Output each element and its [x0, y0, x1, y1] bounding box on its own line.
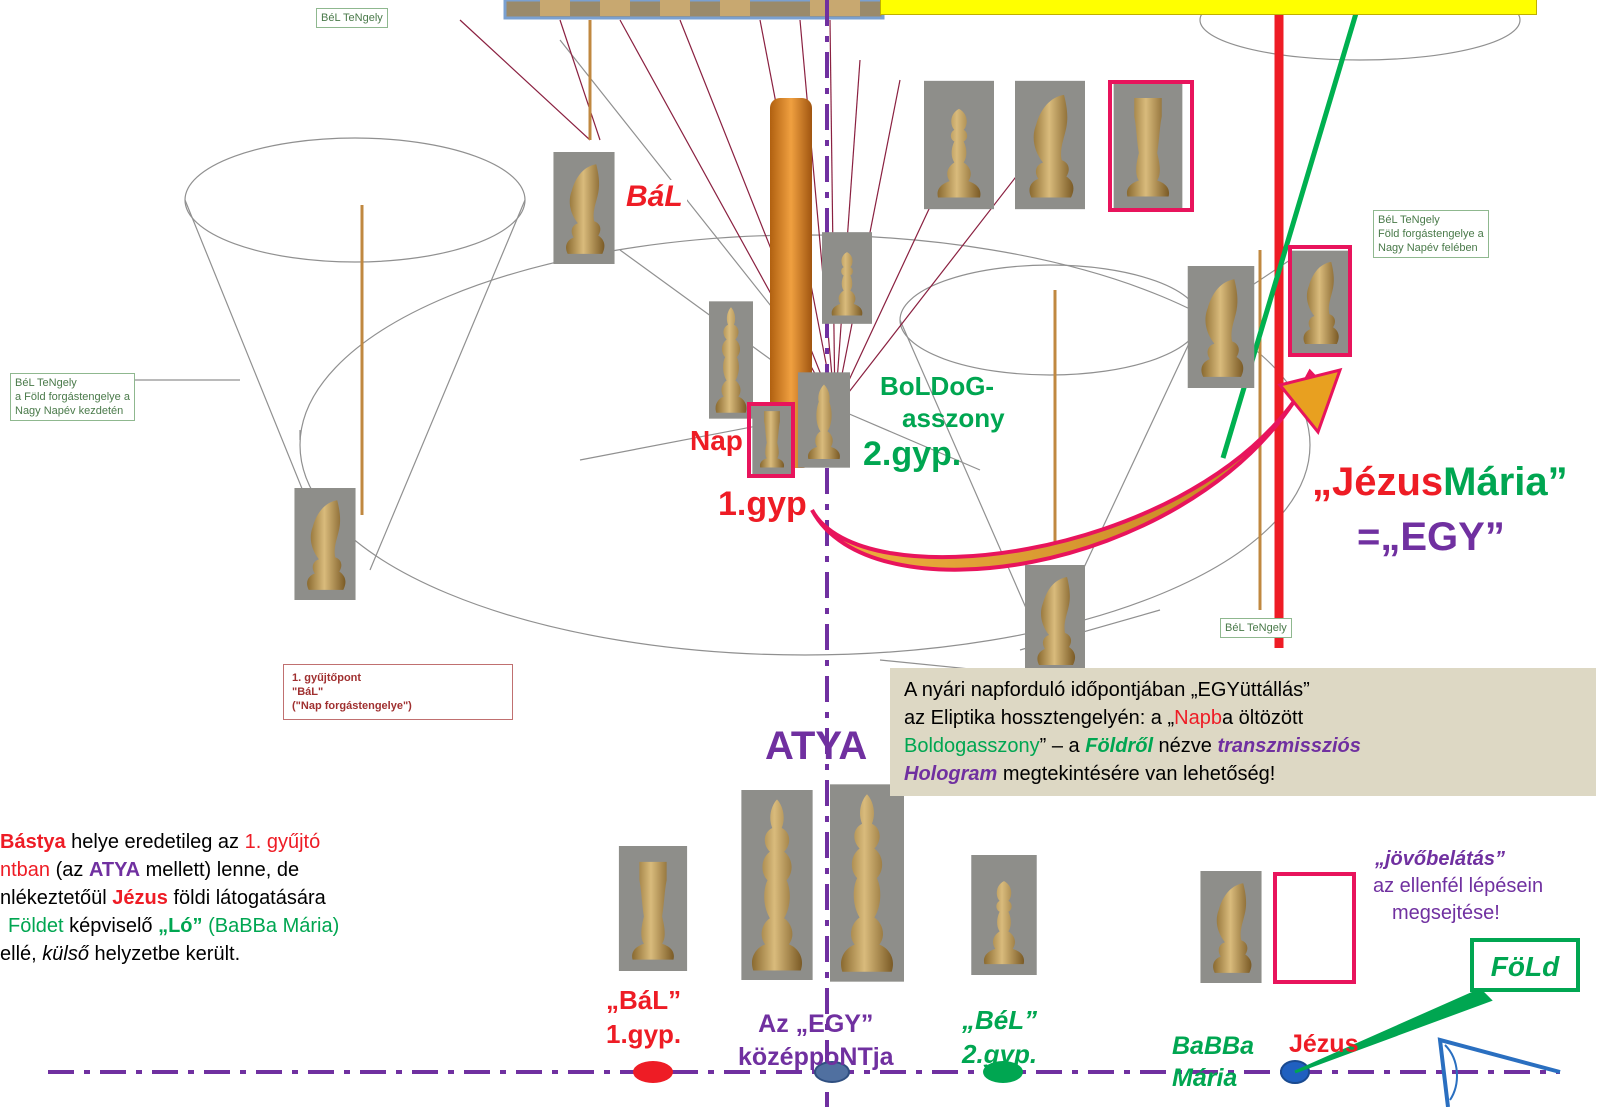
pawn-piece-icon — [822, 232, 872, 324]
knight-piece-icon — [553, 152, 614, 264]
king-piece-icon — [741, 790, 812, 980]
egy-label: =„EGY” — [1357, 515, 1505, 560]
right-cone-ellipse — [900, 265, 1200, 375]
megsejtese-label: megsejtése! — [1392, 902, 1500, 925]
bel-tengely-right-label: BéL TeNgely Föld forgástengelye a Nagy N… — [1373, 210, 1489, 258]
rook-explanation-text: Bástya helye eredetileg az 1. gyűjtó ntb… — [0, 828, 339, 968]
gyp2-label: 2.gyp. — [863, 435, 961, 474]
gyp1-label: 1.gyp — [718, 485, 807, 524]
title-banner — [880, 0, 1537, 15]
bel-tengely-left-label: BéL TeNgely a Föld forgástengelye a Nagy… — [10, 373, 135, 421]
babba-maria-label: BaBBa Mária — [1172, 1030, 1254, 1094]
bal-dot — [633, 1061, 673, 1083]
left-cone-ellipse — [185, 138, 525, 262]
jovobelatas-label: „jövőbelátás” — [1375, 848, 1505, 871]
jezus-maria-label: „JézusMária” — [1312, 460, 1568, 505]
atya-label: ATYA — [765, 724, 867, 769]
knight-piece-icon — [1015, 81, 1085, 209]
rook-piece-icon — [1114, 82, 1183, 208]
pawn-piece-icon — [924, 81, 994, 209]
jezus-placeholder-box — [1275, 874, 1354, 982]
solstice-callout: A nyári napforduló időpontjában „EGYüttá… — [890, 668, 1596, 796]
bal-label: BáL — [622, 180, 687, 214]
pawn-piece-icon — [971, 855, 1036, 975]
queen-piece-icon — [709, 301, 753, 418]
jezus-maria-arrow-head — [1280, 370, 1340, 432]
gyujtopont-label: 1. gyűjtőpont "BáL" ("Nap forgástengelye… — [283, 664, 513, 720]
knight-piece-icon — [1188, 266, 1255, 388]
knight-piece-icon — [1292, 251, 1348, 354]
nap-label: Nap — [690, 425, 743, 457]
bel-tengely-top-label: BéL TeNgely — [316, 8, 388, 28]
rook-piece-icon — [619, 846, 687, 971]
boldogasszony-label: BoLDoG- asszony — [880, 370, 1005, 434]
ellenfel-label: az ellenfél lépésein — [1373, 875, 1543, 898]
bel-tengely-bottom-label: BéL TeNgely — [1220, 618, 1292, 638]
bel-2gyp-label: „BéL” 2.gyp. — [962, 1003, 1037, 1071]
knight-piece-icon — [1025, 565, 1085, 675]
egy-center-label: Az „EGY” középpoNTja — [738, 1008, 894, 1074]
queen-piece-icon — [830, 784, 904, 981]
jezus-label: Jézus — [1289, 1030, 1358, 1059]
rook-piece-icon — [752, 402, 791, 474]
knight-piece-icon — [1200, 871, 1261, 983]
knight-piece-icon — [294, 488, 355, 600]
bishop-piece-icon — [798, 372, 850, 467]
fold-box: FöLd — [1470, 938, 1580, 992]
bal-1gyp-label: „BáL” 1.gyp. — [606, 983, 681, 1051]
